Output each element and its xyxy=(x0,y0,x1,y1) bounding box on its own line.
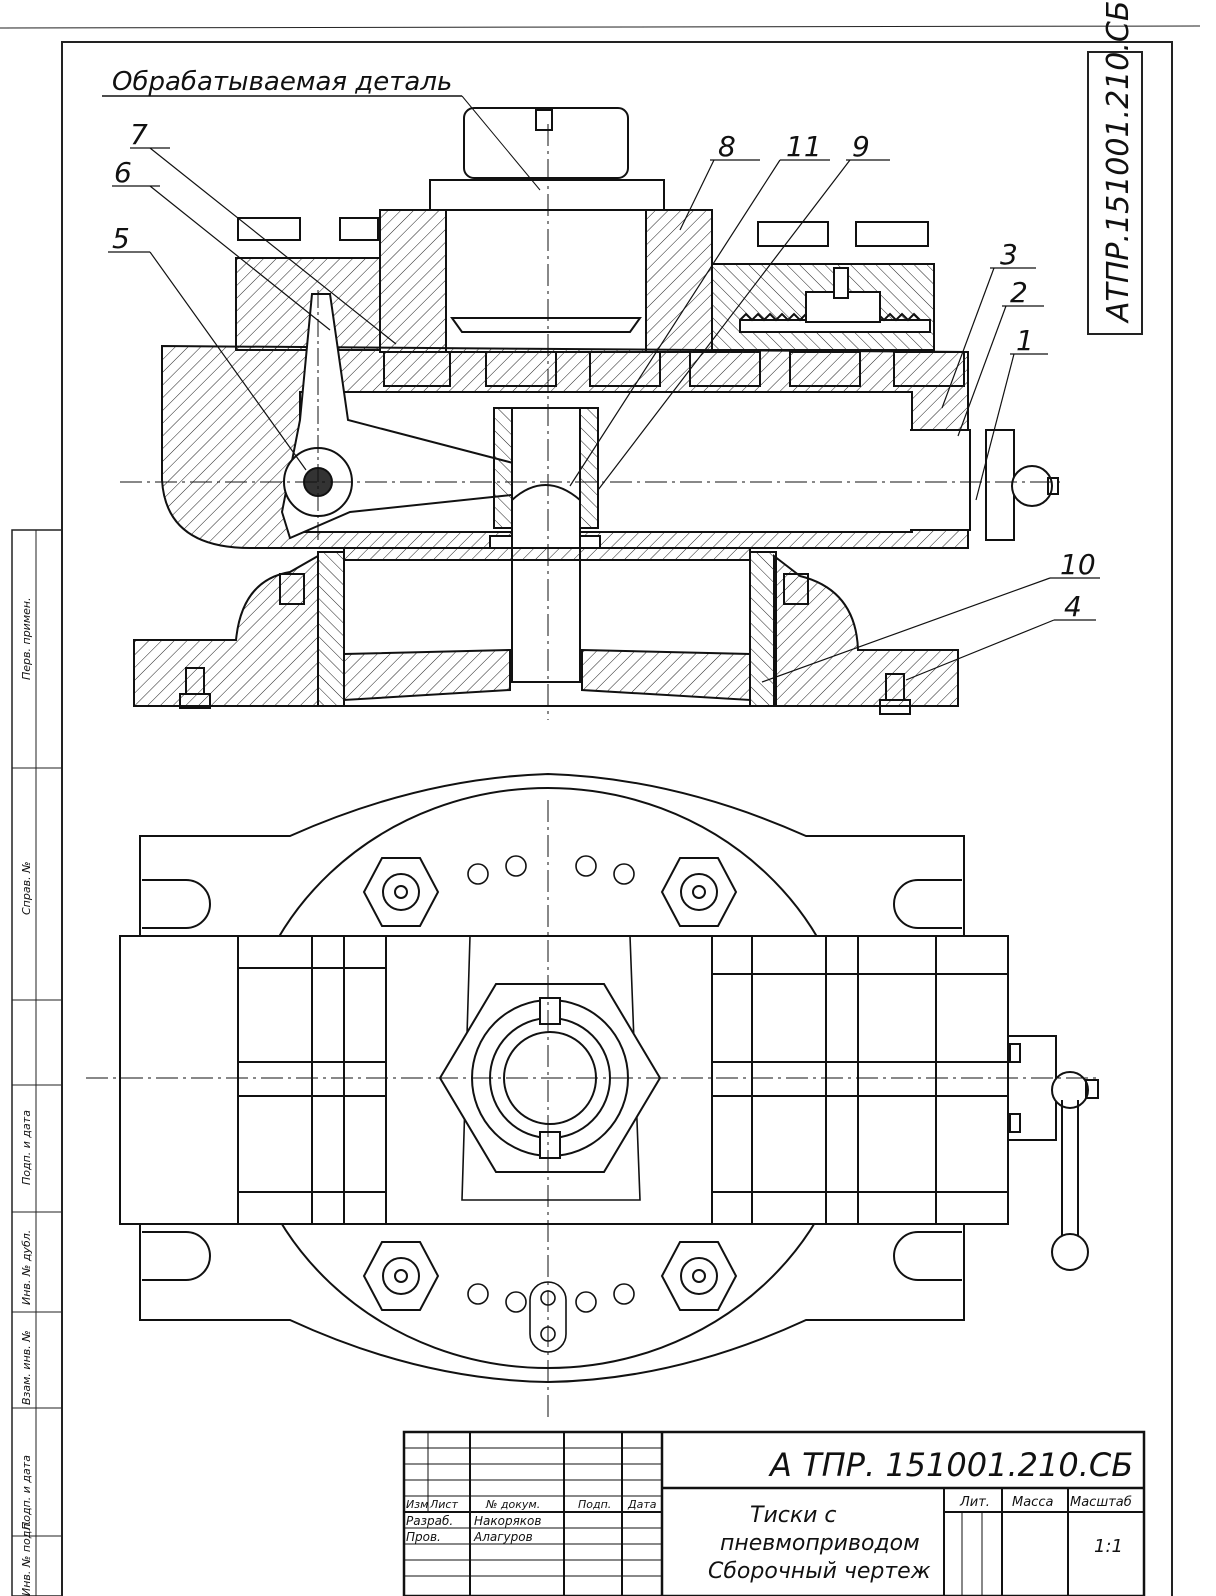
doc-code-vertical: АТПР.151001.210.СБ xyxy=(1101,1,1136,324)
cylinder-base xyxy=(133,554,319,707)
col-mass: Масса xyxy=(1012,1495,1053,1510)
side-label-inv-dubl: Инв. № дубл. xyxy=(20,1230,33,1305)
cylinder-base-right xyxy=(773,553,959,707)
side-label-podp1: Подп. и дата xyxy=(20,1110,33,1185)
side-label-inv-podl: Инв. № подл. xyxy=(20,1520,33,1596)
col-lit: Лит. xyxy=(959,1495,990,1510)
scale-value: 1:1 xyxy=(1094,1536,1123,1557)
hdr-docnum: № докум. xyxy=(485,1498,540,1511)
callout-3: 3 xyxy=(1000,238,1018,271)
title-line-2: пневмоприводом xyxy=(720,1531,920,1556)
callout-6: 6 xyxy=(114,156,132,189)
title-line-1: Тиски с xyxy=(750,1503,837,1528)
side-label-perv: Перв. примен. xyxy=(20,597,33,680)
hdr-data: Дата xyxy=(627,1498,657,1511)
side-label-podp2: Подп. и дата xyxy=(20,1455,33,1530)
left-jaw-grid xyxy=(237,935,387,1225)
hdr-izm: Изм xyxy=(406,1498,428,1511)
callout-8: 8 xyxy=(718,130,736,163)
workpiece-label: Обрабатываемая деталь xyxy=(112,67,452,97)
title-doc-code: А ТПР. 151001.210.СБ xyxy=(768,1446,1133,1484)
nut-left xyxy=(379,209,447,353)
callout-10: 10 xyxy=(1060,548,1096,581)
handle-knob xyxy=(1011,465,1053,507)
u-slots xyxy=(142,879,962,1281)
side-strip: Перв. примен. Справ. № Подп. и дата Инв.… xyxy=(11,529,63,1596)
row-razrab-role: Разраб. xyxy=(406,1514,453,1528)
doc-code-box: АТПР.151001.210.СБ xyxy=(1087,1,1143,335)
row-prov-name: Алагуров xyxy=(473,1530,533,1544)
dowel-holes xyxy=(467,855,635,1353)
row-razrab-name: Накоряков xyxy=(474,1514,541,1528)
callout-5: 5 xyxy=(112,222,130,255)
workpiece-body xyxy=(429,179,665,211)
plan-view xyxy=(86,772,1100,1420)
nut-center xyxy=(445,209,647,353)
hdr-list: Лист xyxy=(429,1498,458,1511)
right-jaw-grid xyxy=(712,936,1057,1224)
callout-11: 11 xyxy=(786,130,822,163)
cylinder-wall-right xyxy=(749,551,777,707)
nut-right xyxy=(645,209,713,353)
plan-handle-knob xyxy=(1051,1071,1089,1109)
callout-4: 4 xyxy=(1064,590,1082,623)
title-line-3: Сборочный чертеж xyxy=(708,1559,931,1584)
base-plate xyxy=(139,772,965,1384)
callout-2: 2 xyxy=(1010,276,1028,309)
title-block: А ТПР. 151001.210.СБ Изм Лист № докум. П… xyxy=(402,1430,1146,1596)
callout-9: 9 xyxy=(852,130,870,163)
cylinder-wall-left xyxy=(317,551,345,707)
callout-7: 7 xyxy=(130,118,148,151)
row-prov-role: Пров. xyxy=(406,1530,441,1544)
hex-nuts xyxy=(362,857,738,1311)
section-view: Обрабатываемая деталь xyxy=(102,67,1100,720)
col-scale: Масштаб xyxy=(1070,1495,1132,1510)
diaphragm xyxy=(343,648,511,702)
side-label-sprav: Справ. № xyxy=(20,861,33,915)
hdr-podp: Подп. xyxy=(578,1498,611,1511)
callout-1: 1 xyxy=(1016,324,1034,357)
side-label-vzam: Взам. инв. № xyxy=(20,1330,33,1405)
workpiece-cap xyxy=(463,107,629,179)
